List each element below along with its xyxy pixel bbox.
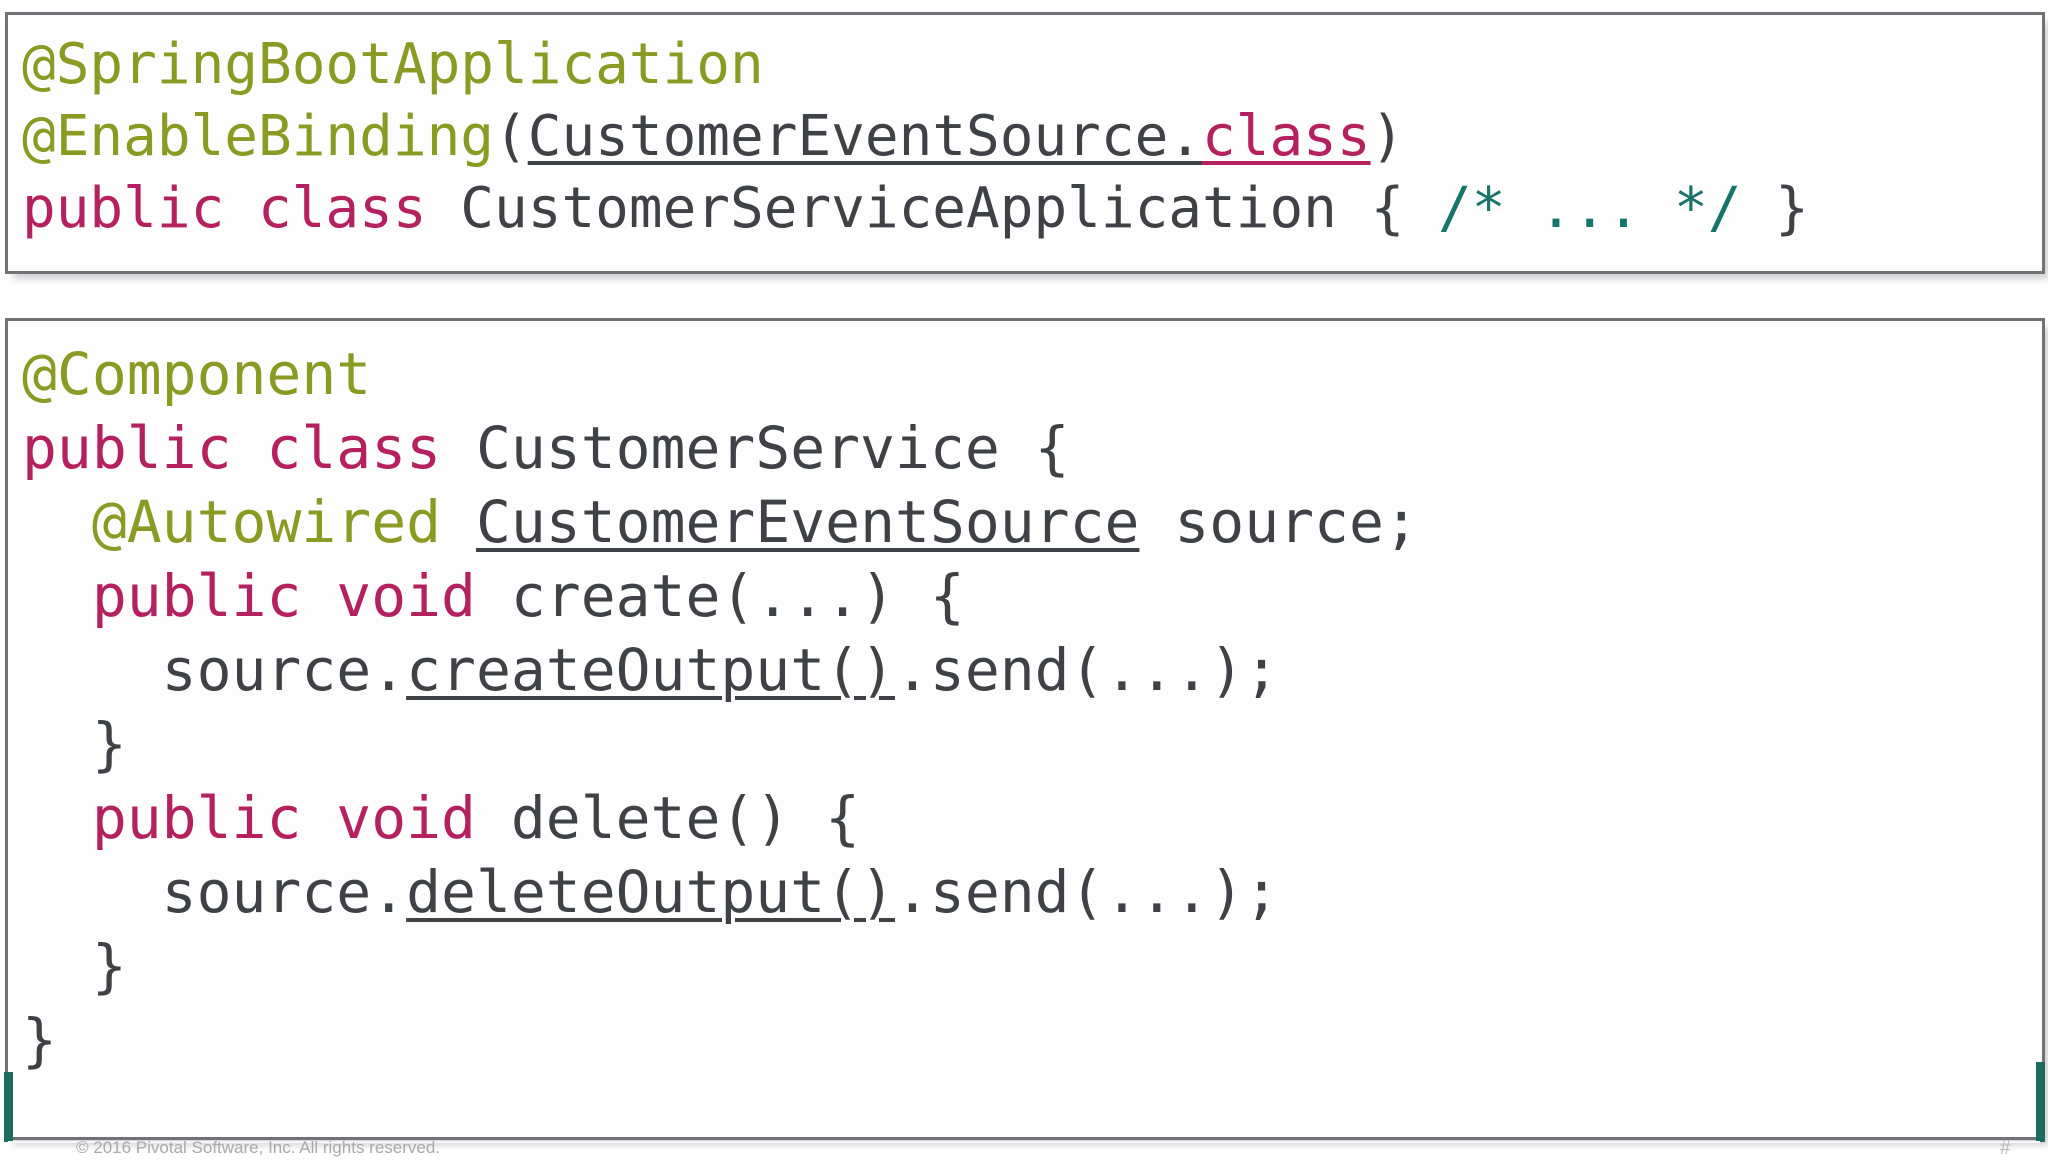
code-token-keyword: public void [91,784,511,852]
code-token-keyword: public class [22,176,461,241]
code-token-identifier: create(...) { [510,562,965,630]
code-line: } [22,929,2042,1003]
code-line: @Component [22,337,2042,411]
code-token-annotation: @Autowired [91,488,442,556]
code-line: @EnableBinding(CustomerEventSource.class… [22,101,2042,173]
code-line: @SpringBootApplication [22,29,2042,101]
slide-footer: © 2016 Pivotal Software, Inc. All rights… [0,1138,2048,1159]
code-token-punct [441,488,476,556]
code-line: source.createOutput().send(...); [22,633,2042,707]
code-token-identifier: } [1741,176,1809,241]
code-token-identifier: } [22,1006,57,1074]
footer-page-number: # [2000,1138,2011,1159]
code-token-identifier-underlined: CustomerEventSource [475,488,1140,556]
code-token-annotation: @EnableBinding [22,104,495,169]
code-token-punct [22,488,92,556]
code-token-identifier: source. [22,858,407,926]
accent-bar-right [2036,1062,2045,1142]
code-token-identifier: } [22,932,127,1000]
code-token-identifier-underlined: CustomerEventSource. [527,104,1203,169]
code-token-punct: ) [1370,104,1405,169]
code-token-identifier: CustomerService { [475,414,1070,482]
code-token-identifier-underlined: deleteOutput() [406,858,895,926]
code-line: @Autowired CustomerEventSource source; [22,485,2042,559]
code-token-punct [22,562,92,630]
code-token-identifier: source; [1139,488,1419,556]
code-token-identifier: delete() { [510,784,861,852]
code-line: public class CustomerService { [22,411,2042,485]
code-token-identifier: .send(...); [894,636,1280,704]
code-block-customer-service-application: @SpringBootApplication@EnableBinding(Cus… [5,12,2045,274]
code-line: source.deleteOutput().send(...); [22,855,2042,929]
footer-copyright-text: © 2016 Pivotal Software, Inc. All rights… [76,1138,441,1157]
code-line: public void delete() { [22,781,2042,855]
code-line: } [22,1003,2042,1077]
code-token-identifier: source. [22,636,407,704]
code-token-punct: ( [494,104,528,169]
code-token-identifier: .send(...); [894,858,1280,926]
code-token-annotation: @Component [22,340,372,408]
accent-bar-left [4,1072,13,1142]
code-line: public void create(...) { [22,559,2042,633]
code-token-annotation: @SpringBootApplication [22,32,764,97]
code-token-keyword: public class [22,414,476,482]
code-line: public class CustomerServiceApplication … [22,173,2042,245]
code-token-identifier-underlined: createOutput() [406,636,895,704]
code-token-comment: /* ... */ [1438,176,1742,241]
code-token-keyword: public void [91,562,511,630]
code-token-identifier: CustomerServiceApplication { [460,176,1439,241]
code-line: } [22,707,2042,781]
code-token-punct [22,784,92,852]
footer-divider [8,1141,2040,1143]
code-token-identifier: } [22,710,127,778]
code-token-keyword-underlined: class [1202,104,1371,169]
